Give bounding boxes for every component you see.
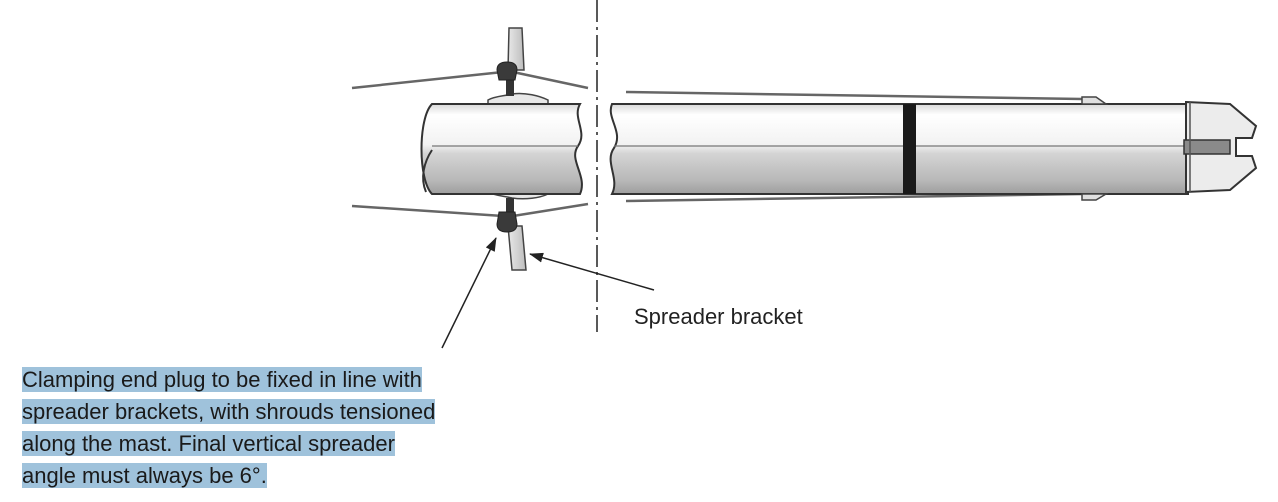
arrow-to-spreader-bracket [529,252,655,291]
mast-tube-left [420,103,583,195]
mast-tube-right [609,103,1189,195]
clamping-knob-top [496,61,518,96]
clamping-knob-bottom [496,198,518,233]
caption-line-3: along the mast. Final vertical spreader [22,431,395,456]
mast-band [903,104,916,194]
arrow-to-knob [441,237,497,349]
caption-line-4: angle must always be 6°. [22,463,267,488]
caption-line-1: Clamping end plug to be fixed in line wi… [22,367,422,392]
caption: Clamping end plug to be fixed in line wi… [22,364,542,492]
masthead-end-plug [1183,100,1258,194]
shroud-fittings [1081,96,1109,201]
spreader-bracket-label: Spreader bracket [634,304,803,329]
shroud-lines [351,70,1083,218]
caption-line-2: spreader brackets, with shrouds tensione… [22,399,436,424]
